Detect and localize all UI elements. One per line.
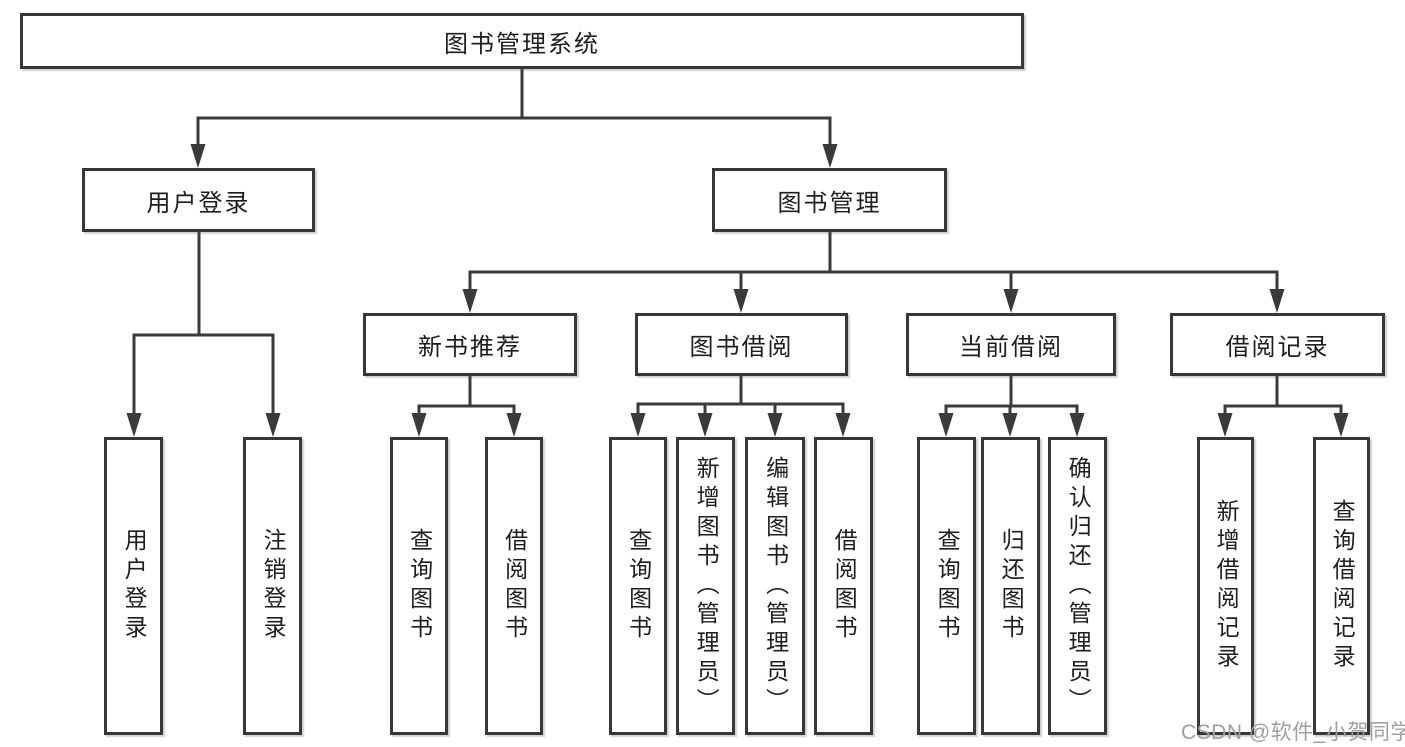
node-book-borrowing: 图书借阅 <box>635 313 848 376</box>
leaf-query-books-recommend: 查询图书 <box>390 437 448 735</box>
leaf-user-login: 用户登录 <box>104 437 163 735</box>
leaf-query-books-borrowing: 查询图书 <box>609 437 667 735</box>
leaf-add-borrow-record-label: 新增借阅记录 <box>1213 499 1240 673</box>
node-new-book-recommend: 新书推荐 <box>363 313 577 376</box>
leaf-user-login-label: 用户登录 <box>121 528 148 644</box>
node-current-borrowing: 当前借阅 <box>906 313 1116 376</box>
leaf-borrow-books: 借阅图书 <box>814 437 873 735</box>
leaf-query-borrow-record: 查询借阅记录 <box>1313 437 1370 735</box>
node-book-management-label: 图书管理 <box>777 189 882 217</box>
leaf-add-books-admin-label: 新增图书（管理员） <box>693 455 720 717</box>
csdn-watermark: CSDN @软件_小贺同学 <box>1181 721 1405 744</box>
leaf-edit-books-admin: 编辑图书（管理员） <box>745 437 805 735</box>
leaf-query-books-current: 查询图书 <box>917 437 976 735</box>
node-library-system: 图书管理系统 <box>20 13 1024 69</box>
node-book-borrowing-label: 图书借阅 <box>689 334 794 361</box>
node-borrowing-records: 借阅记录 <box>1170 313 1385 376</box>
leaf-logout: 注销登录 <box>243 437 302 735</box>
leaf-return-books: 归还图书 <box>981 437 1040 735</box>
leaf-query-books-borrowing-label: 查询图书 <box>625 528 652 644</box>
node-borrowing-records-label: 借阅记录 <box>1225 334 1330 361</box>
leaf-confirm-return-admin: 确认归还（管理员） <box>1048 437 1107 735</box>
node-new-book-recommend-label: 新书推荐 <box>418 334 522 361</box>
leaf-return-books-label: 归还图书 <box>998 528 1025 644</box>
leaf-edit-books-admin-label: 编辑图书（管理员） <box>762 455 789 717</box>
node-book-management: 图书管理 <box>712 168 947 232</box>
node-user-login: 用户登录 <box>82 168 315 232</box>
leaf-query-borrow-record-label: 查询借阅记录 <box>1329 499 1356 673</box>
leaf-borrow-books-recommend-label: 借阅图书 <box>501 528 528 644</box>
leaf-confirm-return-admin-label: 确认归还（管理员） <box>1065 455 1092 717</box>
leaf-add-books-admin: 新增图书（管理员） <box>676 437 735 735</box>
leaf-add-borrow-record: 新增借阅记录 <box>1197 437 1254 735</box>
leaf-borrow-books-recommend: 借阅图书 <box>485 437 543 735</box>
leaf-query-books-current-label: 查询图书 <box>934 528 961 644</box>
node-user-login-label: 用户登录 <box>146 189 251 217</box>
node-current-borrowing-label: 当前借阅 <box>959 334 1063 361</box>
node-library-system-label: 图书管理系统 <box>444 30 600 58</box>
leaf-query-books-recommend-label: 查询图书 <box>406 528 433 644</box>
leaf-logout-label: 注销登录 <box>260 528 287 644</box>
leaf-borrow-books-label: 借阅图书 <box>831 528 858 644</box>
